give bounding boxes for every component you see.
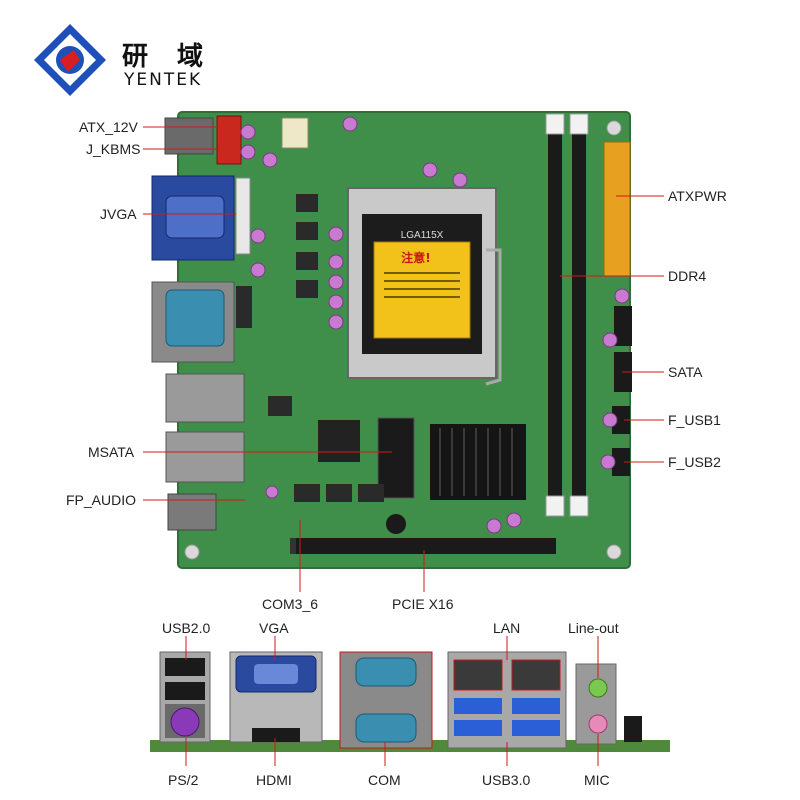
label-vga: VGA: [259, 620, 289, 636]
socket-label: LGA115X: [401, 230, 444, 241]
label-usb3: USB3.0: [482, 772, 531, 788]
brand-name-cn: 研 域: [122, 42, 214, 72]
label-f-usb1: F_USB1: [668, 412, 721, 428]
brand-name-en: YENTEK: [124, 70, 203, 90]
label-hdmi: HDMI: [256, 772, 292, 788]
brand-logo-icon: [34, 24, 106, 96]
brand-logo: [30, 20, 110, 100]
label-usb2: USB2.0: [162, 620, 211, 636]
label-com: COM: [368, 772, 401, 788]
label-pcie-x16: PCIE X16: [392, 596, 454, 612]
label-atxpwr: ATXPWR: [668, 188, 727, 204]
label-mic: MIC: [584, 772, 610, 788]
socket-warning-label: 注意!: [401, 250, 430, 265]
label-lan: LAN: [493, 620, 521, 636]
label-ddr4: DDR4: [668, 268, 707, 284]
label-f-usb2: F_USB2: [668, 454, 721, 470]
label-atx-12v: ATX_12V: [79, 119, 138, 135]
label-ps2: PS/2: [168, 772, 199, 788]
label-fp-audio: FP_AUDIO: [66, 492, 137, 508]
label-line-out: Line-out: [568, 620, 619, 636]
label-com3-6: COM3_6: [262, 596, 319, 612]
label-j-kbms: J_KBMS: [86, 141, 141, 157]
label-sata: SATA: [668, 364, 703, 380]
label-msata: MSATA: [88, 444, 135, 460]
label-jvga: JVGA: [100, 206, 137, 222]
